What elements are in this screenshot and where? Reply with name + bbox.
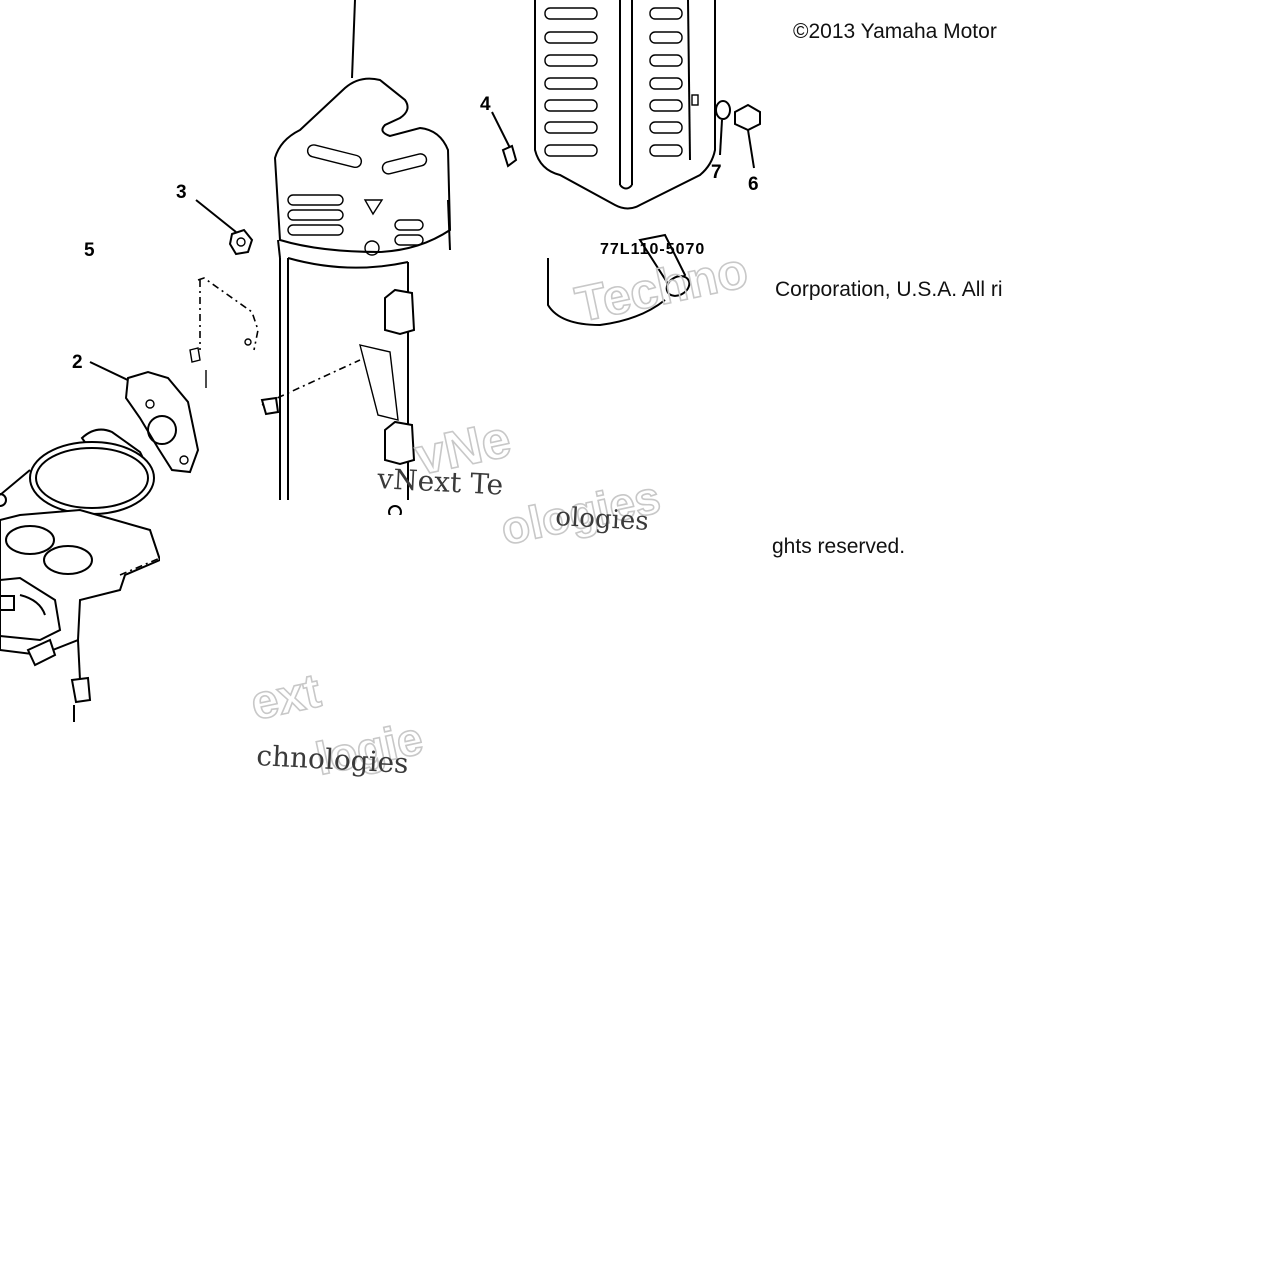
silencer-body-part: [260, 257, 416, 519]
callout-6: 6: [748, 174, 759, 195]
watermark-text: chnologies: [256, 739, 410, 780]
bolt-part-4: [491, 111, 518, 168]
mask-patch: [415, 258, 545, 358]
callout-3: 3: [176, 182, 187, 203]
watermark-text: ologies: [555, 502, 650, 537]
callout-5: 5: [84, 240, 95, 261]
washer-part-7: [715, 100, 731, 156]
mask-patch: [160, 525, 255, 775]
callout-2: 2: [72, 352, 83, 373]
silencer-cover-part: [273, 0, 452, 259]
mask-patch: [160, 515, 515, 525]
exhaust-pipe-part: [547, 233, 691, 327]
part-code-label: 77L110-5070: [600, 241, 705, 258]
copyright-line-2: Corporation, U.S.A. All ri: [775, 279, 1030, 300]
gasket-part-5: [189, 277, 259, 388]
flange-gasket-part-2: [89, 361, 200, 474]
louvred-cover-part: [534, 0, 716, 210]
copyright-line-3: ghts reserved.: [772, 535, 906, 558]
callout-4: 4: [480, 94, 491, 115]
watermark-text: ext: [246, 664, 325, 730]
muffler-outlet-part: [0, 428, 162, 722]
callout-7: 7: [711, 162, 722, 183]
bolt-part-6: [734, 103, 761, 169]
watermark-text: vNext Te: [376, 462, 504, 502]
mask-patch: [415, 360, 515, 515]
copyright-line-1: ©2013 Yamaha Motor: [793, 20, 997, 43]
nut-part-3: [195, 199, 254, 256]
